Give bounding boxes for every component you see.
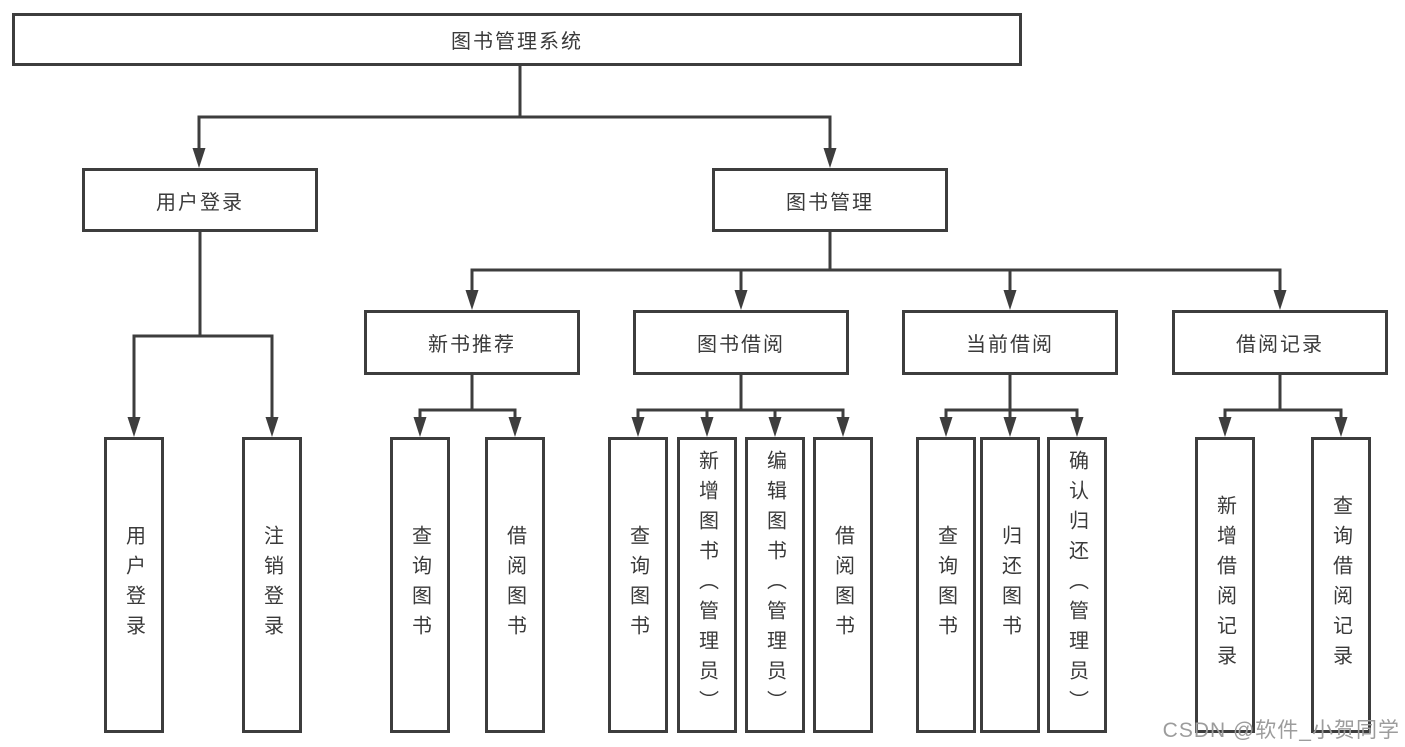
node-label: 当前借阅 (966, 334, 1054, 356)
node-label: 查询图书 (408, 525, 431, 645)
arrowhead-down-icon (768, 417, 782, 437)
node-book-borrowing: 图书借阅 (633, 310, 849, 375)
node-label: 查询图书 (626, 525, 649, 645)
node-label: 用户登录 (122, 525, 145, 645)
arrowhead-down-icon (465, 290, 479, 310)
connector-new-book-recommend-branch (413, 373, 522, 437)
arrowhead-down-icon (192, 148, 206, 168)
arrowhead-down-icon (508, 417, 522, 437)
arrowhead-down-icon (127, 417, 141, 437)
node-label: 新增借阅记录 (1213, 495, 1236, 675)
arrowhead-down-icon (734, 290, 748, 310)
node-label: 注销登录 (260, 525, 283, 645)
leaf-add-borrow-record: 新增借阅记录 (1195, 437, 1255, 733)
arrowhead-down-icon (1334, 417, 1348, 437)
leaf-borrowing-query-books: 查询图书 (608, 437, 668, 733)
node-library-management-system: 图书管理系统 (12, 13, 1022, 66)
arrowhead-down-icon (823, 148, 837, 168)
leaf-current-query-books: 查询图书 (916, 437, 976, 733)
node-label: 查询图书 (934, 525, 957, 645)
arrowhead-down-icon (1003, 290, 1017, 310)
arrowhead-down-icon (1273, 290, 1287, 310)
connector-root-to-level2 (192, 64, 837, 168)
leaf-recommend-query-books: 查询图书 (390, 437, 450, 733)
node-label: 借阅图书 (503, 525, 526, 645)
node-label: 查询借阅记录 (1329, 495, 1352, 675)
node-user-login: 用户登录 (82, 168, 318, 232)
arrowhead-down-icon (1003, 417, 1017, 437)
arrowhead-down-icon (1218, 417, 1232, 437)
node-label: 图书管理 (786, 191, 874, 214)
leaf-logout: 注销登录 (242, 437, 302, 733)
node-book-management: 图书管理 (712, 168, 948, 232)
node-current-borrowing: 当前借阅 (902, 310, 1118, 375)
watermark: CSDN @软件_小贺同学 (1162, 719, 1400, 742)
connector-current-borrowing-branch (939, 373, 1084, 437)
node-label: 图书管理系统 (451, 31, 583, 53)
node-borrowing-records: 借阅记录 (1172, 310, 1388, 375)
arrowhead-down-icon (631, 417, 645, 437)
arrowhead-down-icon (265, 417, 279, 437)
leaf-edit-books-admin: 编辑图书（管理员） (745, 437, 805, 733)
node-new-book-recommend: 新书推荐 (364, 310, 580, 375)
node-label: 编辑图书（管理员） (763, 450, 786, 720)
node-label: 新增图书（管理员） (695, 450, 718, 720)
leaf-borrowing-borrow-books: 借阅图书 (813, 437, 873, 733)
node-label: 归还图书 (998, 525, 1021, 645)
node-label: 借阅记录 (1236, 334, 1324, 356)
connector-book-management-branch (465, 230, 1287, 310)
node-label: 图书借阅 (697, 334, 785, 356)
leaf-confirm-return-admin: 确认归还（管理员） (1047, 437, 1107, 733)
leaf-return-books: 归还图书 (980, 437, 1040, 733)
leaf-user-login: 用户登录 (104, 437, 164, 733)
leaf-add-books-admin: 新增图书（管理员） (677, 437, 737, 733)
arrowhead-down-icon (700, 417, 714, 437)
node-label: 确认归还（管理员） (1065, 450, 1088, 720)
node-label: 新书推荐 (428, 334, 516, 356)
arrowhead-down-icon (836, 417, 850, 437)
arrowhead-down-icon (939, 417, 953, 437)
leaf-query-borrow-record: 查询借阅记录 (1311, 437, 1371, 733)
arrowhead-down-icon (1070, 417, 1084, 437)
connector-borrowing-records-branch (1218, 373, 1348, 437)
leaf-recommend-borrow-books: 借阅图书 (485, 437, 545, 733)
connector-user-login-branch (127, 230, 279, 437)
connector-book-borrowing-branch (631, 373, 850, 437)
arrowhead-down-icon (413, 417, 427, 437)
node-label: 借阅图书 (831, 525, 854, 645)
node-label: 用户登录 (156, 191, 244, 214)
